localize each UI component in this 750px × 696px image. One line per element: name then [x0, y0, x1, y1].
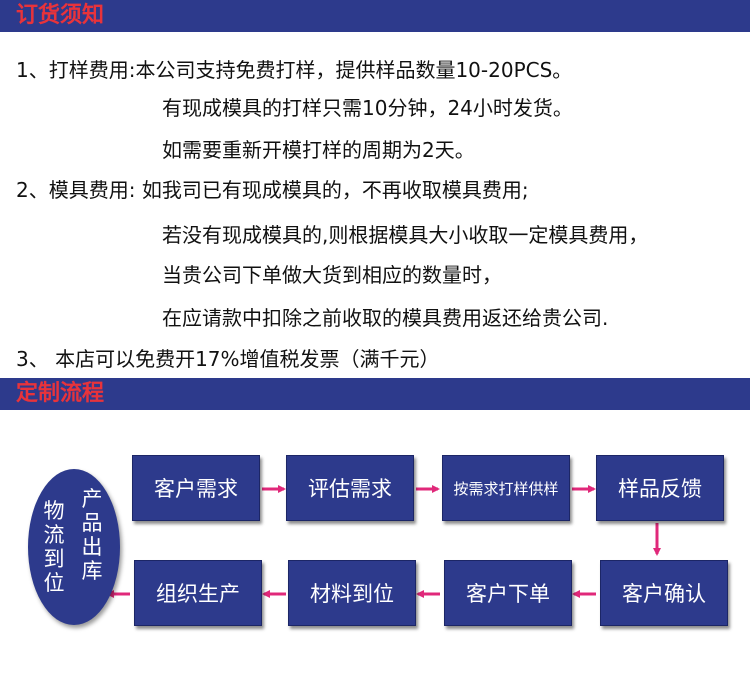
term-line-8: 3、 本店可以免费开17%增值税发票（满千元） — [16, 347, 440, 371]
term-line-4: 2、模具费用: 如我司已有现成模具的，不再收取模具费用; — [16, 178, 529, 202]
term-line-6: 当贵公司下单做大货到相应的数量时， — [162, 263, 502, 287]
step-customer-confirm: 客户确认 — [600, 560, 728, 626]
term-line-7: 在应请款中扣除之前收取的模具费用返还给贵公司. — [162, 306, 609, 330]
product-outbound-label: 产品出库 — [81, 487, 103, 583]
custom-process-header: 定制流程 — [0, 378, 750, 410]
step-sample-supply: 按需求打样供样 — [442, 455, 570, 521]
term-line-1: 1、打样费用:本公司支持免费打样，提供样品数量10-20PCS。 — [16, 58, 573, 82]
ordering-notice-title: 订货须知 — [16, 3, 105, 28]
term-line-5: 若没有现成模具的,则根据模具大小收取一定模具费用， — [162, 223, 649, 247]
custom-process-title: 定制流程 — [16, 381, 105, 406]
logistics-arrival-label: 物流到位 — [43, 499, 65, 595]
step-materials-ready: 材料到位 — [288, 560, 416, 626]
ordering-terms: 1、打样费用:本公司支持免费打样，提供样品数量10-20PCS。 有现成模具的打… — [0, 32, 750, 378]
step-customer-demand: 客户需求 — [132, 455, 260, 521]
step-evaluate-demand: 评估需求 — [286, 455, 414, 521]
term-line-2: 有现成模具的打样只需10分钟，24小时发货。 — [162, 96, 573, 120]
step-sample-feedback: 样品反馈 — [596, 455, 724, 521]
ordering-notice-header: 订货须知 — [0, 0, 750, 32]
step-organize-production: 组织生产 — [134, 560, 262, 626]
step-customer-order: 客户下单 — [444, 560, 572, 626]
term-line-3: 如需要重新开模打样的周期为2天。 — [162, 138, 475, 162]
end-circle: 物流到位 产品出库 — [28, 469, 120, 625]
